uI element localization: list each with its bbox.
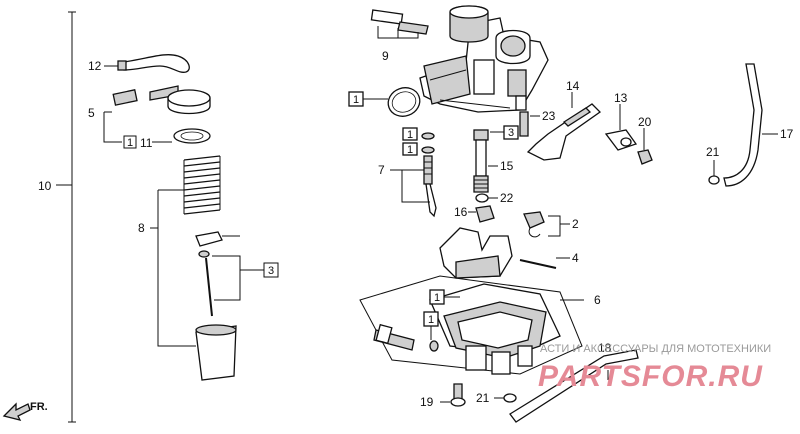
label-16: 16: [454, 205, 468, 219]
label-1-boxed-a: 1: [127, 137, 133, 149]
label-13: 13: [614, 91, 628, 105]
label-14: 14: [566, 79, 580, 93]
label-18: 18: [598, 341, 612, 355]
front-direction-label: FR.: [30, 401, 48, 413]
label-20: 20: [638, 115, 652, 129]
label-5: 5: [88, 106, 95, 120]
label-11: 11: [140, 136, 153, 150]
label-19: 19: [420, 395, 434, 409]
needle-jet-stack: [468, 125, 519, 223]
label-2: 2: [572, 217, 579, 231]
label-1-boxed-b: 1: [353, 94, 359, 106]
float-valve: [523, 211, 570, 238]
label-22: 22: [500, 191, 514, 205]
label-6: 6: [594, 293, 601, 307]
label-7: 7: [378, 163, 385, 177]
throttle-slide: [195, 324, 237, 381]
slide-spring: [183, 155, 221, 215]
float: [439, 227, 570, 279]
label-23: 23: [542, 109, 556, 123]
label-1-boxed-f: 1: [428, 314, 434, 326]
pilot-screw-stack: [390, 127, 437, 218]
label-4: 4: [572, 251, 579, 265]
label-3-boxed-b: 3: [508, 127, 514, 139]
vent-tube: [708, 63, 778, 187]
callout-labels: 12 5 1 11 10 8 3 9 1 1 1 7 3 23 15 22 16…: [38, 49, 794, 409]
label-17: 17: [780, 127, 794, 141]
label-1-boxed-c: 1: [407, 129, 413, 141]
label-1-boxed-d: 1: [407, 144, 413, 156]
slide-assembly: FR.: [2, 11, 264, 423]
choke-lever: [526, 92, 602, 161]
drain-tube: [509, 349, 639, 423]
label-9: 9: [382, 49, 389, 63]
label-3-boxed-a: 3: [268, 265, 274, 277]
float-bowl: [359, 275, 584, 375]
label-1-boxed-e: 1: [434, 292, 440, 304]
label-15: 15: [500, 159, 514, 173]
label-10: 10: [38, 179, 52, 193]
label-21-right: 21: [706, 145, 720, 159]
carburetor-body: [370, 5, 549, 113]
label-12: 12: [88, 59, 102, 73]
front-direction-marker: FR.: [2, 401, 48, 421]
throttle-stop: [604, 104, 653, 165]
idle-screw: [519, 111, 540, 137]
watermark-tagline: АСТИ И АКСЕССУАРЫ ДЛЯ МОТОТЕХНИКИ: [540, 343, 771, 355]
o-ring: [348, 87, 421, 117]
label-21-bottom: 21: [476, 391, 490, 405]
watermark-brand: PARTSFOR.RU: [538, 360, 763, 393]
label-8: 8: [138, 221, 145, 235]
bottom-screws: [440, 383, 517, 407]
watermark: АСТИ И АКСЕССУАРЫ ДЛЯ МОТОТЕХНИКИ PARTSF…: [538, 343, 771, 393]
